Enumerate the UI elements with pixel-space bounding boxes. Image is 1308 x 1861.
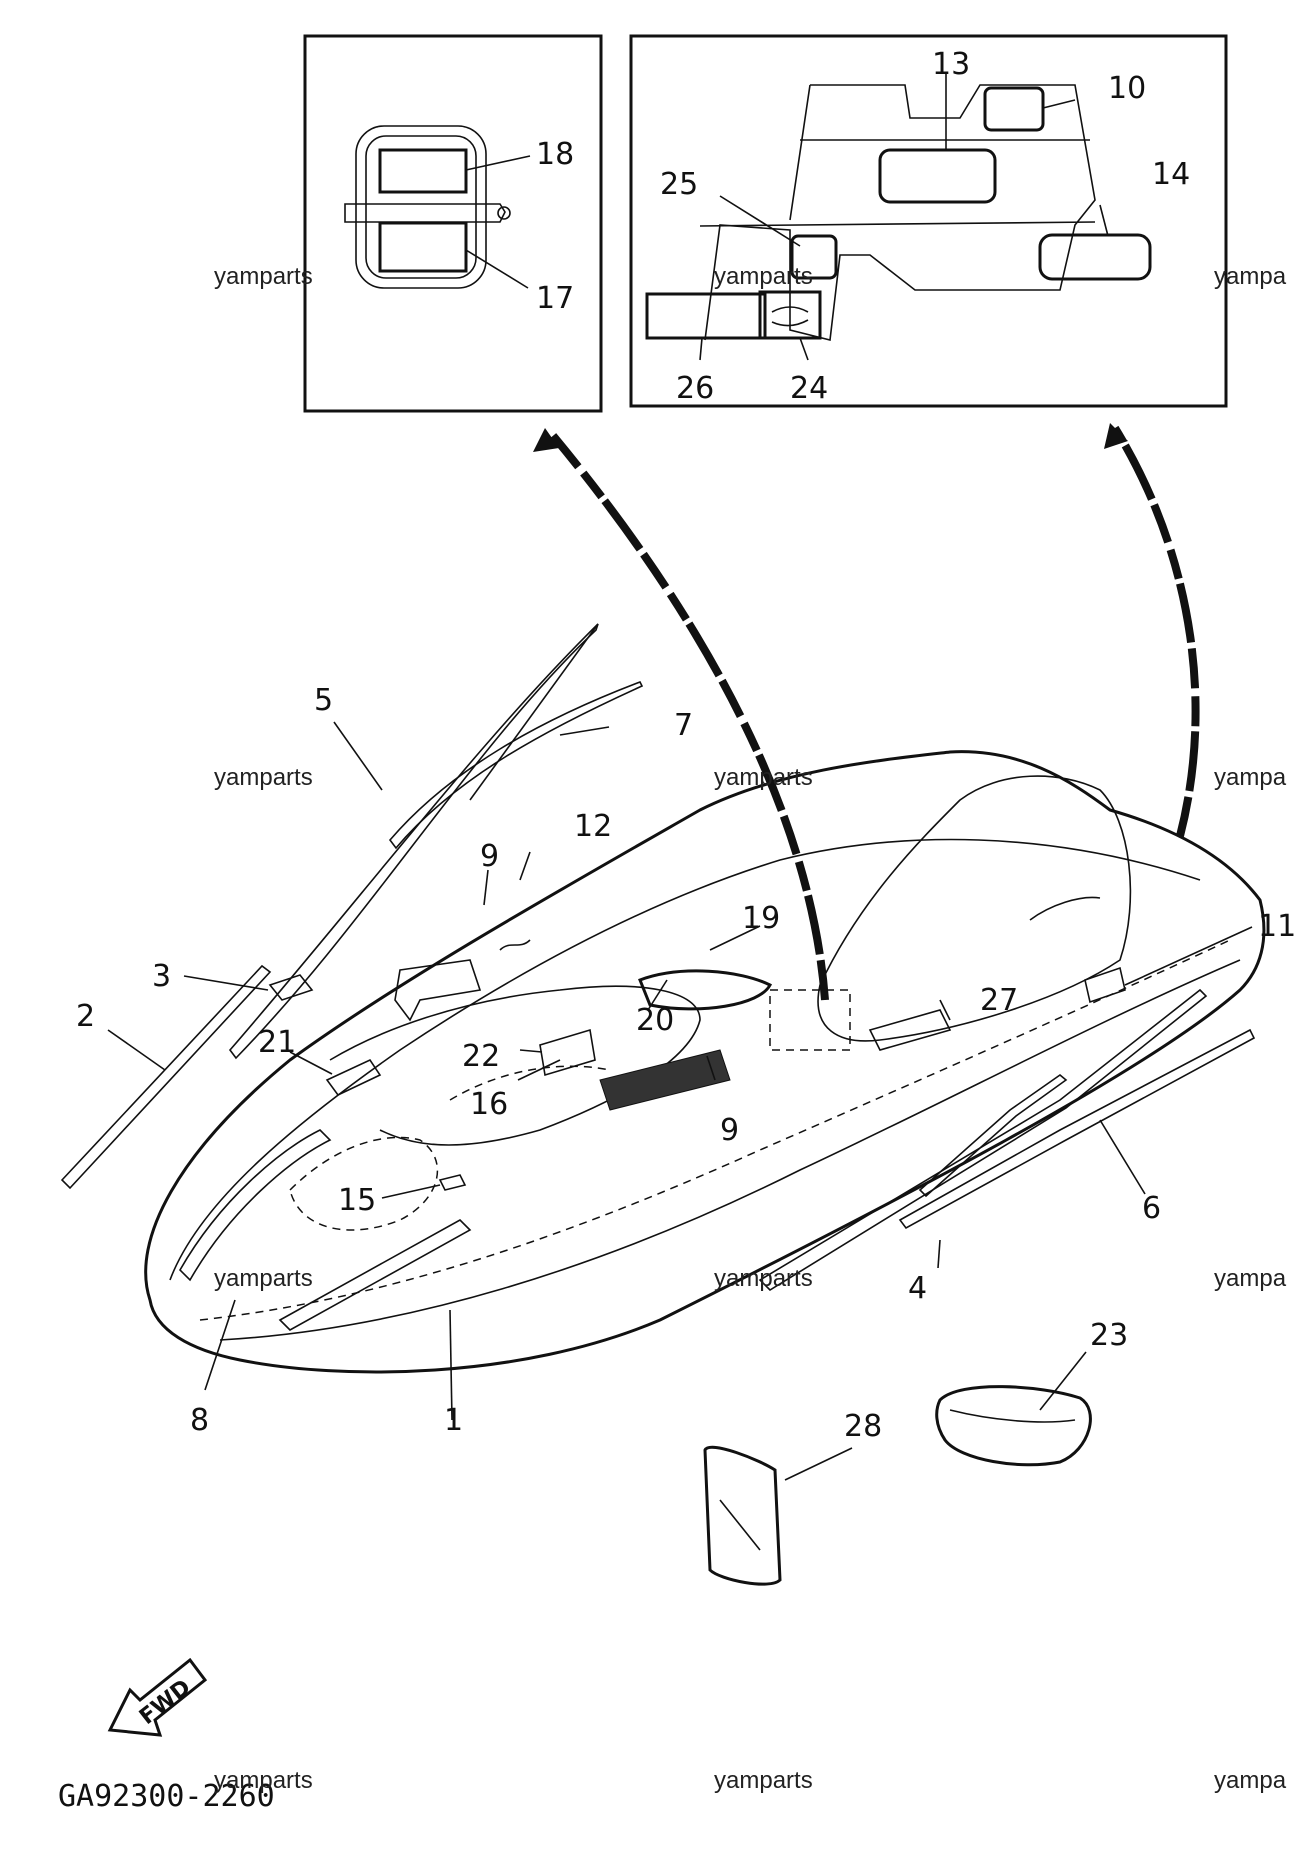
decal-8: [179, 1129, 332, 1282]
decal-11: [1084, 966, 1126, 1004]
watermark: yamparts: [214, 764, 313, 791]
arrow-to-left-inset: [546, 429, 829, 1001]
part-28: [703, 1445, 782, 1586]
callout-2: 2: [76, 999, 95, 1034]
callout-17: 17: [536, 281, 574, 316]
label-25-shape: [790, 234, 838, 280]
callout-22: 22: [462, 1039, 500, 1074]
callout-labels: 18 17 13 10 25 14 26 24 5 7 12 9 19 11 3…: [76, 47, 1296, 1444]
callout-20: 20: [636, 1003, 674, 1038]
stripe-6: [898, 1028, 1256, 1230]
watermark: yamparts: [214, 1265, 313, 1292]
callout-9-lower: 9: [720, 1113, 739, 1148]
watermark: yamparts: [214, 1767, 313, 1794]
callout-13: 13: [932, 47, 970, 82]
callout-14: 14: [1152, 157, 1190, 192]
diagram-code: GA92300-2260: [58, 1779, 275, 1814]
decal-9-upper: [394, 959, 482, 1022]
label-24-shape: [758, 290, 822, 340]
callout-4: 4: [908, 1271, 927, 1306]
stripe-5: [228, 623, 599, 1060]
arrow-head-right: [1104, 423, 1128, 449]
callout-26: 26: [676, 371, 714, 406]
callout-27: 27: [980, 983, 1018, 1018]
label-14-shape: [1038, 233, 1152, 281]
decal-22-16: [539, 1028, 596, 1077]
inset-left: [303, 34, 603, 413]
inset-right-frame: [629, 34, 1228, 408]
callout-3: 3: [152, 959, 171, 994]
callout-8: 8: [190, 1403, 209, 1438]
hull-outline: [144, 750, 1266, 1374]
callout-24: 24: [790, 371, 828, 406]
label-26-shape: [645, 292, 767, 340]
decal-15: [438, 1174, 467, 1191]
storage-compartment: [289, 1136, 439, 1231]
stripe-4: [758, 988, 1208, 1292]
stripe-7: [388, 680, 644, 850]
hood: [329, 985, 701, 1146]
inset-left-frame: [303, 34, 603, 413]
label-18-shape: [378, 148, 468, 194]
handlebar: [344, 203, 506, 223]
seat: [817, 775, 1132, 1042]
decal-27: [868, 1009, 952, 1051]
callout-16: 16: [470, 1087, 508, 1122]
inset-right: [629, 34, 1228, 408]
watermark: yamparts: [714, 764, 813, 791]
watermark-partial: yampa: [1214, 764, 1287, 791]
leader-lines: [107, 721, 1253, 1481]
watermark-partial: yampa: [1214, 263, 1287, 290]
label-13-shape: [878, 148, 997, 204]
watermark: yamparts: [714, 263, 813, 290]
watercraft-hull: [144, 750, 1266, 1374]
stripes: [60, 623, 644, 1190]
callout-11: 11: [1258, 909, 1296, 944]
watermark: yamparts: [214, 263, 313, 290]
callout-23: 23: [1090, 1318, 1128, 1353]
decal-9-lower: [599, 1049, 731, 1111]
console-outline: [704, 84, 1096, 341]
callout-5: 5: [314, 683, 333, 718]
callout-21: 21: [258, 1025, 296, 1060]
decal-3: [268, 974, 314, 1001]
callout-7: 7: [674, 708, 693, 743]
callout-10: 10: [1108, 71, 1146, 106]
arrow-to-right-inset: [1111, 425, 1200, 837]
arrow-head-left: [533, 428, 559, 452]
decal-12: [499, 939, 531, 951]
callout-18: 18: [536, 137, 574, 172]
callout-28: 28: [844, 1409, 882, 1444]
stripe-2: [60, 964, 272, 1190]
watermark: yamparts: [714, 1265, 813, 1292]
label-17-shape: [378, 221, 468, 273]
fwd-arrow-symbol: FWD: [107, 1657, 208, 1737]
part-23: [935, 1385, 1092, 1467]
fwd-label: FWD: [135, 1675, 196, 1730]
decal-21: [325, 1058, 382, 1097]
callout-19: 19: [742, 901, 780, 936]
callout-12: 12: [574, 809, 612, 844]
decal-1: [278, 1219, 472, 1331]
watermark-partial: yampa: [1214, 1767, 1287, 1794]
callout-25: 25: [660, 167, 698, 202]
watermark-partial: yampa: [1214, 1265, 1287, 1292]
watermark: yamparts: [714, 1767, 813, 1794]
callout-15: 15: [338, 1183, 376, 1218]
handlebar-pad: [355, 125, 487, 289]
handlebar-pad-on-hull: [638, 969, 773, 1011]
callout-9-upper: 9: [480, 839, 499, 874]
callout-6: 6: [1142, 1191, 1161, 1226]
label-10-shape: [983, 86, 1045, 132]
callout-1: 1: [444, 1403, 463, 1438]
watermarks: yamparts yamparts yampa yamparts yampart…: [214, 263, 1287, 1794]
